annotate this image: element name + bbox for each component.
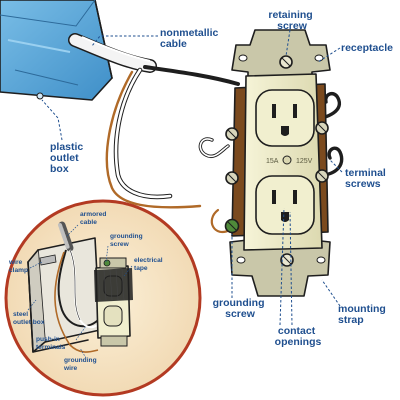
- box-screw-icon: [37, 93, 43, 99]
- retaining-screw-icon: [280, 56, 292, 68]
- label-terminal-screws: terminal screws: [345, 167, 389, 190]
- label-receptacle: receptacle: [341, 42, 393, 54]
- label-plastic-outlet-box: plastic outlet box: [50, 141, 86, 175]
- label-mounting-strap: mounting strap: [338, 303, 389, 326]
- label-grounding-screw: grounding screw: [213, 297, 268, 320]
- amp-rating: 15A: [266, 158, 279, 165]
- label-contact-openings: contact openings: [275, 325, 322, 348]
- receptacle: 15A 125V: [226, 30, 331, 296]
- grounding-screw-icon: [226, 220, 239, 233]
- label-retaining-screw: retaining screw: [268, 9, 315, 32]
- inset-detail: [6, 201, 200, 395]
- inset-label-push-in-terminals: push-in terminals: [36, 336, 66, 351]
- volt-rating: 125V: [296, 158, 313, 165]
- label-nonmetallic-cable: nonmetallic cable: [160, 27, 221, 50]
